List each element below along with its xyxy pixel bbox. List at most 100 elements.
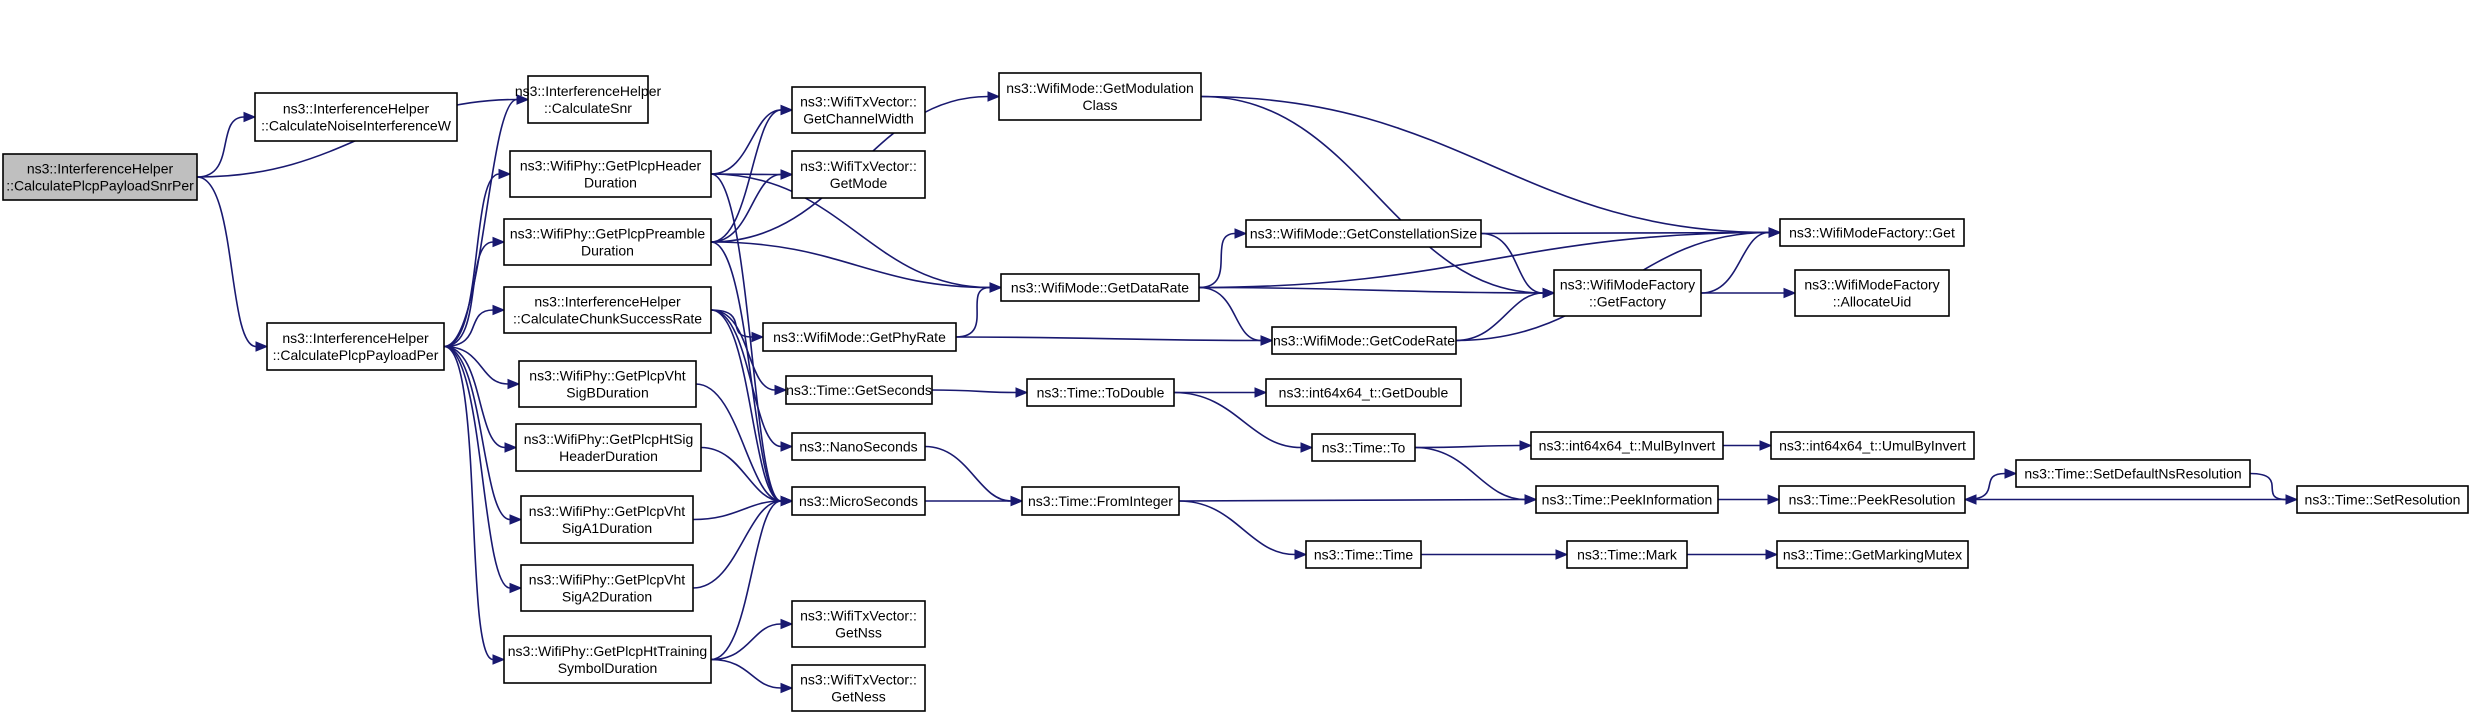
node-box[interactable] [503, 218, 712, 266]
node-code-rate[interactable]: ns3::WifiMode::GetCodeRate [1271, 326, 1457, 355]
node-microseconds[interactable]: ns3::MicroSeconds [791, 486, 926, 516]
node-box[interactable] [998, 72, 1202, 121]
node-peek-resolution[interactable]: ns3::Time::PeekResolution [1778, 485, 1966, 514]
node-phy-rate[interactable]: ns3::WifiMode::GetPhyRate [762, 322, 957, 352]
node-label-line: ns3::InterferenceHelper [27, 161, 174, 177]
call-edge-chunk_success-to-get_seconds [710, 309, 776, 391]
node-box[interactable] [1000, 273, 1200, 302]
node-get-factory[interactable]: ns3::WifiModeFactory::GetFactory [1553, 269, 1702, 317]
node-time-to[interactable]: ns3::Time::To [1311, 433, 1416, 462]
node-umul-by-invert[interactable]: ns3::int64x64_t::UmulByInvert [1770, 431, 1975, 460]
arrowhead-icon [504, 442, 518, 453]
node-box[interactable] [254, 92, 458, 142]
node-box[interactable] [791, 664, 926, 712]
node-box[interactable] [791, 432, 926, 461]
node-box[interactable] [791, 150, 926, 199]
node-set-default-ns[interactable]: ns3::Time::SetDefaultNsResolution [2015, 459, 2251, 488]
node-mul-by-invert[interactable]: ns3::int64x64_t::MulByInvert [1530, 431, 1724, 460]
node-box[interactable] [2015, 459, 2251, 488]
node-box[interactable] [1311, 433, 1416, 462]
call-edge-data_rate-to-constellation [1198, 232, 1236, 289]
arrowhead-icon [1234, 228, 1248, 239]
node-box[interactable] [515, 423, 702, 472]
node-peek-information[interactable]: ns3::Time::PeekInformation [1535, 485, 1719, 514]
node-box[interactable] [2296, 485, 2469, 514]
node-box[interactable] [509, 150, 712, 198]
node-get-seconds[interactable]: ns3::Time::GetSeconds [785, 375, 933, 405]
call-edge-payload_per-to-header_duration [443, 173, 500, 348]
node-chunk-success[interactable]: ns3::InterferenceHelper::CalculateChunkS… [503, 286, 712, 334]
node-box[interactable] [1779, 218, 1965, 247]
node-marking-mutex[interactable]: ns3::Time::GetMarkingMutex [1776, 540, 1969, 569]
node-box[interactable] [1794, 269, 1950, 317]
node-box[interactable] [527, 75, 649, 124]
arrowhead-icon [1300, 442, 1314, 453]
node-payload-per[interactable]: ns3::InterferenceHelper::CalculatePlcpPa… [266, 322, 445, 371]
call-edge-payload_per-to-vht_siga1 [443, 345, 511, 521]
node-set-resolution[interactable]: ns3::Time::SetResolution [2296, 485, 2469, 514]
arrowhead-icon [1555, 549, 1569, 560]
node-constellation[interactable]: ns3::WifiMode::GetConstellationSize [1245, 219, 1482, 248]
node-box[interactable] [1566, 540, 1688, 569]
node-nanoseconds[interactable]: ns3::NanoSeconds [791, 432, 926, 461]
arrowhead-icon [507, 378, 521, 390]
node-box[interactable] [791, 600, 926, 648]
node-box[interactable] [1021, 486, 1180, 516]
node-noise-w[interactable]: ns3::InterferenceHelper::CalculateNoiseI… [254, 92, 458, 142]
node-allocate-uid[interactable]: ns3::WifiModeFactory::AllocateUid [1794, 269, 1950, 317]
node-box[interactable] [1265, 378, 1462, 407]
node-int64-get-double[interactable]: ns3::int64x64_t::GetDouble [1265, 378, 1462, 407]
node-box[interactable] [1271, 326, 1457, 355]
node-box[interactable] [2, 153, 198, 201]
node-label-line: ns3::WifiPhy::GetPlcpHeader [520, 158, 702, 174]
node-box[interactable] [1026, 378, 1175, 407]
call-edge-peek_resolution-to-set_default_ns [1964, 472, 2006, 501]
node-time-mark[interactable]: ns3::Time::Mark [1566, 540, 1688, 569]
node-get-nss[interactable]: ns3::WifiTxVector::GetNss [791, 600, 926, 648]
node-box[interactable] [1535, 485, 1719, 514]
node-time-time[interactable]: ns3::Time::Time [1305, 540, 1422, 569]
node-box[interactable] [1778, 485, 1966, 514]
node-box[interactable] [1770, 431, 1975, 460]
call-edge-payload_per-to-ht_training [443, 345, 494, 661]
node-box[interactable] [266, 322, 445, 371]
node-calc-snr[interactable]: ns3::InterferenceHelper::CalculateSnr [515, 75, 662, 124]
node-box[interactable] [503, 286, 712, 334]
call-edge-ht_sig_header-to-microseconds [700, 446, 782, 502]
node-box[interactable] [520, 564, 694, 612]
node-ht-training[interactable]: ns3::WifiPhy::GetPlcpHtTrainingSymbolDur… [503, 635, 712, 684]
node-box[interactable] [1305, 540, 1422, 569]
node-box[interactable] [785, 375, 933, 405]
call-edge-payload_per-to-chunk_success [443, 309, 494, 348]
node-factory-get[interactable]: ns3::WifiModeFactory::Get [1779, 218, 1965, 247]
node-get-mode[interactable]: ns3::WifiTxVector::GetMode [791, 150, 926, 199]
node-label-line: ns3::Time::GetSeconds [786, 382, 932, 398]
arrowhead-icon [751, 331, 765, 343]
node-box[interactable] [1245, 219, 1482, 248]
node-box[interactable] [520, 495, 694, 544]
node-box[interactable] [791, 86, 926, 134]
node-to-double[interactable]: ns3::Time::ToDouble [1026, 378, 1175, 407]
node-from-integer[interactable]: ns3::Time::FromInteger [1021, 486, 1180, 516]
node-payload-snr-per[interactable]: ns3::InterferenceHelper::CalculatePlcpPa… [2, 153, 198, 201]
node-box[interactable] [1530, 431, 1724, 460]
node-box[interactable] [762, 322, 957, 352]
node-channel-width[interactable]: ns3::WifiTxVector::GetChannelWidth [791, 86, 926, 134]
node-box[interactable] [1776, 540, 1969, 569]
node-label-line: GetChannelWidth [803, 111, 914, 127]
node-label-line: ::CalculateSnr [544, 100, 632, 116]
node-get-ness[interactable]: ns3::WifiTxVector::GetNess [791, 664, 926, 712]
node-data-rate[interactable]: ns3::WifiMode::GetDataRate [1000, 273, 1200, 302]
node-box[interactable] [1553, 269, 1702, 317]
node-label-line: ::GetFactory [1589, 294, 1666, 310]
node-box[interactable] [791, 486, 926, 516]
node-box[interactable] [518, 360, 697, 408]
node-box[interactable] [503, 635, 712, 684]
